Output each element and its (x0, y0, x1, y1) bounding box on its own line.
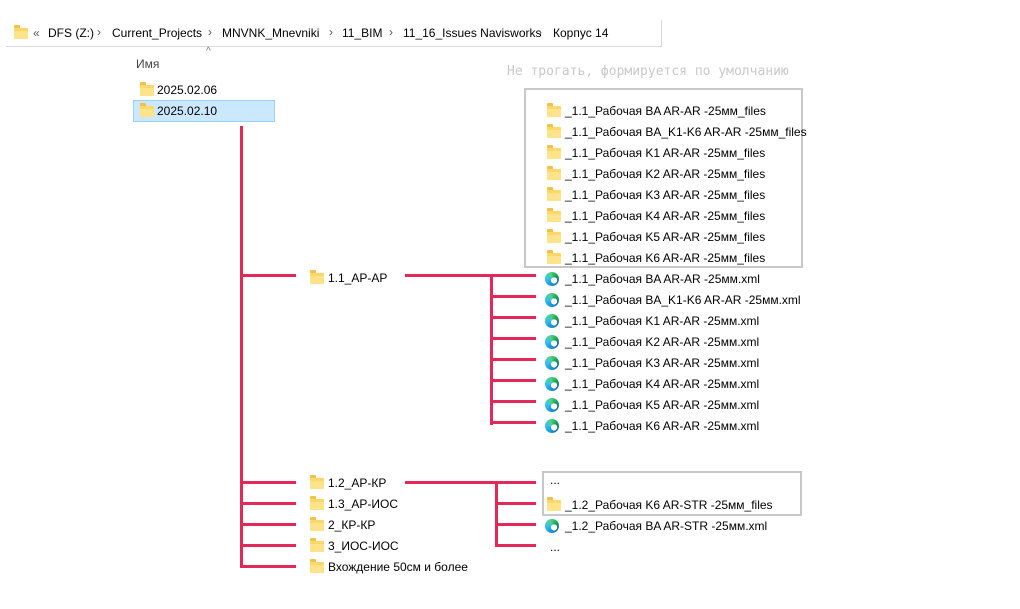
files-folder-label[interactable]: _1.1_Рабочая K3 AR-AR -25мм_files (565, 188, 766, 202)
kr-files-group-box (542, 471, 802, 516)
connector-line (405, 274, 536, 277)
folder-icon (547, 250, 561, 264)
breadcrumb-item[interactable]: DFS (Z:) (48, 26, 94, 40)
folder-icon (310, 496, 324, 510)
files-folder-label[interactable]: _1.1_Рабочая BA AR-AR -25мм_files (565, 104, 766, 118)
xml-file-label[interactable]: _1.1_Рабочая BA AR-AR -25мм.xml (565, 272, 760, 286)
connector-line (495, 523, 536, 526)
connector-line (495, 544, 536, 547)
chevron-right-icon[interactable]: › (97, 25, 101, 39)
edge-browser-icon (545, 293, 559, 307)
note-text: Не трогать, формируется по умолчанию (507, 64, 789, 79)
folder-icon (140, 103, 154, 117)
connector-line (240, 565, 296, 568)
files-folder-label[interactable]: _1.1_Рабочая K6 AR-AR -25мм_files (565, 251, 766, 265)
files-folder-label[interactable]: _1.1_Рабочая K5 AR-AR -25мм_files (565, 230, 766, 244)
connector-line (240, 523, 296, 526)
files-folder-label[interactable]: _1.1_Рабочая K4 AR-AR -25мм_files (565, 209, 766, 223)
files-folder-label[interactable]: _1.1_Рабочая K1 AR-AR -25мм_files (565, 146, 766, 160)
xml-file-label[interactable]: _1.1_Рабочая K4 AR-AR -25мм.xml (565, 377, 760, 391)
xml-file-label[interactable]: _1.1_Рабочая K1 AR-AR -25мм.xml (565, 314, 760, 328)
subfolder-label[interactable]: 2_КР-КР (328, 518, 376, 532)
xml-file-label[interactable]: _1.1_Рабочая K5 AR-AR -25мм.xml (565, 398, 760, 412)
files-folder-label[interactable]: _1.1_Рабочая K2 AR-AR -25мм_files (565, 167, 766, 181)
xml-file-label[interactable]: _1.1_Рабочая K2 AR-AR -25мм.xml (565, 335, 760, 349)
folder-icon (547, 166, 561, 180)
date-folder-label[interactable]: 2025.02.06 (157, 83, 218, 97)
folder-icon (547, 208, 561, 222)
edge-browser-icon (545, 356, 559, 370)
chevron-right-icon[interactable]: › (538, 25, 542, 39)
folder-icon (547, 187, 561, 201)
ellipsis-text: ... (550, 540, 561, 554)
connector-line (490, 358, 536, 361)
connector-line (490, 295, 536, 298)
xml-file-label[interactable]: _1.2_Рабочая BA AR-STR -25мм.xml (565, 519, 768, 533)
breadcrumb[interactable]: « DFS (Z:) › Current_Projects › MNVNK_Mn… (6, 20, 662, 47)
folder-icon (140, 82, 154, 96)
folder-icon (547, 229, 561, 243)
breadcrumb-item[interactable]: Current_Projects (112, 26, 203, 40)
breadcrumb-item[interactable]: 11_16_Issues Navisworks (403, 26, 542, 40)
files-folder-group-box (524, 88, 803, 268)
edge-browser-icon (545, 272, 559, 286)
connector-line (495, 502, 536, 505)
connector-line (495, 481, 498, 547)
breadcrumb-item[interactable]: MNVNK_Mnevniki (222, 26, 320, 40)
edge-browser-icon (545, 519, 559, 533)
folder-icon (310, 559, 324, 573)
subfolder-label[interactable]: 3_ИОС-ИОС (328, 539, 399, 553)
breadcrumb-item[interactable]: Корпус 14 (553, 26, 609, 40)
connector-line (490, 337, 536, 340)
connector-line (405, 481, 536, 484)
sort-chevron-icon[interactable]: ^ (206, 46, 211, 57)
selected-row-highlight[interactable] (133, 100, 275, 122)
folder-icon (14, 25, 28, 39)
chevron-right-icon[interactable]: › (329, 25, 333, 39)
subfolder-label[interactable]: Вхождение 50см и более (328, 560, 468, 574)
chevron-right-icon[interactable]: › (389, 25, 393, 39)
connector-line (490, 400, 536, 403)
edge-browser-icon (545, 419, 559, 433)
folder-icon (310, 475, 324, 489)
folder-icon (547, 103, 561, 117)
date-folder-label[interactable]: 2025.02.10 (157, 104, 218, 118)
files-folder-label[interactable]: _1.2_Рабочая K6 AR-STR -25мм_files (565, 498, 773, 512)
connector-line (240, 502, 296, 505)
folder-icon (547, 145, 561, 159)
subfolder-label[interactable]: 1.1_АР-АР (328, 271, 388, 285)
connector-line (240, 544, 296, 547)
connector-line (240, 274, 296, 277)
connector-line (490, 379, 536, 382)
connector-line (490, 316, 536, 319)
breadcrumb-overflow[interactable]: « (33, 26, 40, 40)
connector-line (240, 481, 296, 484)
edge-browser-icon (545, 335, 559, 349)
folder-icon (310, 270, 324, 284)
files-folder-label[interactable]: _1.1_Рабочая BA_K1-K6 AR-AR -25мм_files (565, 125, 807, 139)
subfolder-label[interactable]: 1.2_АР-КР (328, 476, 387, 490)
ellipsis-text: ... (550, 473, 561, 487)
folder-icon (547, 497, 561, 511)
edge-browser-icon (545, 314, 559, 328)
xml-file-label[interactable]: _1.1_Рабочая K6 AR-AR -25мм.xml (565, 419, 760, 433)
connector-line (490, 421, 536, 424)
folder-icon (310, 538, 324, 552)
connector-line (490, 274, 493, 425)
subfolder-label[interactable]: 1.3_АР-ИОС (328, 497, 398, 511)
folder-icon (547, 124, 561, 138)
chevron-right-icon[interactable]: › (208, 25, 212, 39)
column-header-name[interactable]: Имя (136, 57, 160, 71)
edge-browser-icon (545, 377, 559, 391)
xml-file-label[interactable]: _1.1_Рабочая BA_K1-K6 AR-AR -25мм.xml (565, 293, 801, 307)
xml-file-label[interactable]: _1.1_Рабочая K3 AR-AR -25мм.xml (565, 356, 760, 370)
edge-browser-icon (545, 398, 559, 412)
breadcrumb-item[interactable]: 11_BIM (342, 26, 383, 40)
connector-line (240, 126, 243, 568)
folder-icon (310, 517, 324, 531)
